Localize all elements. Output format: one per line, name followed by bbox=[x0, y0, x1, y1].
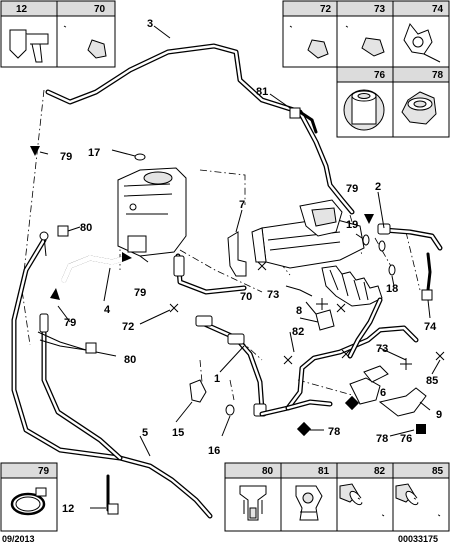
clip-74-lower bbox=[426, 252, 432, 292]
part-box-12[interactable]: 12 bbox=[0, 0, 58, 68]
part-box-81[interactable]: 81 bbox=[280, 462, 338, 532]
line-6[interactable] bbox=[259, 297, 419, 417]
svg-text:70: 70 bbox=[94, 4, 106, 15]
callout-85: 85 bbox=[426, 375, 438, 387]
callout-16: 16 bbox=[208, 445, 220, 457]
svg-text:79: 79 bbox=[38, 466, 50, 477]
clip-icon bbox=[9, 29, 49, 63]
callout-78: 78 bbox=[328, 426, 340, 438]
bracket-clip-icon bbox=[239, 485, 267, 521]
clip-80-upper bbox=[39, 231, 49, 257]
svg-text:72: 72 bbox=[320, 4, 332, 15]
svg-text:12: 12 bbox=[16, 4, 28, 15]
part-box-85[interactable]: 85 bbox=[392, 462, 450, 532]
part-box-74[interactable]: 74 bbox=[392, 0, 450, 68]
pipe-2[interactable] bbox=[377, 223, 443, 251]
callout-81: 81 bbox=[256, 86, 268, 98]
callout-18: 18 bbox=[386, 283, 398, 295]
reservoir[interactable] bbox=[117, 167, 187, 263]
nut-icon bbox=[401, 91, 437, 125]
svg-text:81: 81 bbox=[318, 466, 330, 477]
part-box-80[interactable]: 80 bbox=[224, 462, 282, 532]
bracket-9[interactable] bbox=[349, 365, 427, 417]
callout-4: 4 bbox=[104, 304, 111, 316]
part-box-78[interactable]: 78 bbox=[392, 66, 450, 138]
callout-19: 19 bbox=[346, 219, 358, 231]
hose-4[interactable] bbox=[61, 255, 129, 283]
callouts: 3 81 17 79 80 79 79 2 19 7 4 70 73 79 18… bbox=[60, 18, 442, 515]
clip-icon bbox=[403, 23, 441, 63]
reference-code: 00033175 bbox=[398, 534, 438, 544]
seal-ring-18 bbox=[388, 264, 396, 287]
svg-text:80: 80 bbox=[262, 466, 274, 477]
bolt-icon bbox=[289, 25, 329, 59]
part-box-70[interactable]: 70 bbox=[56, 0, 116, 68]
callout-78: 78 bbox=[376, 433, 388, 445]
svg-text:78: 78 bbox=[432, 70, 444, 81]
steering-rack[interactable] bbox=[251, 199, 383, 307]
part-box-79[interactable]: 79 bbox=[0, 462, 58, 532]
callout-80: 80 bbox=[80, 222, 92, 234]
svg-text:82: 82 bbox=[374, 466, 386, 477]
leader-lines bbox=[39, 25, 441, 509]
seal-ring-16 bbox=[221, 404, 235, 437]
callout-9: 9 bbox=[436, 409, 442, 421]
flange-bolt-icon bbox=[395, 483, 441, 517]
svg-text:73: 73 bbox=[374, 4, 386, 15]
callout-82: 82 bbox=[292, 326, 304, 338]
seal-ring-19 bbox=[355, 233, 386, 252]
callout-2: 2 bbox=[375, 181, 381, 193]
part-box-82[interactable]: 82 bbox=[336, 462, 394, 532]
callout-5: 5 bbox=[142, 427, 148, 439]
callout-70: 70 bbox=[240, 291, 252, 303]
callout-79: 79 bbox=[60, 151, 72, 163]
callout-15: 15 bbox=[172, 427, 184, 439]
pressure-line-1[interactable] bbox=[195, 315, 267, 417]
svg-text:74: 74 bbox=[432, 4, 444, 15]
callout-17: 17 bbox=[88, 147, 100, 159]
callout-76: 76 bbox=[400, 433, 412, 445]
flange-bolt-icon bbox=[339, 483, 385, 517]
part-box-73[interactable]: 73 bbox=[336, 0, 394, 68]
rack-gaiter bbox=[321, 265, 383, 307]
callout-73: 73 bbox=[267, 289, 279, 301]
part-box-76[interactable]: 76 bbox=[336, 66, 394, 138]
callout-80: 80 bbox=[124, 354, 136, 366]
clip-80-lower bbox=[37, 313, 87, 351]
callout-73: 73 bbox=[376, 343, 388, 355]
hose-clamp-icon bbox=[10, 487, 47, 516]
svg-text:85: 85 bbox=[432, 466, 444, 477]
callout-8: 8 bbox=[296, 305, 302, 317]
bracket-7[interactable] bbox=[173, 231, 247, 295]
callout-79: 79 bbox=[134, 287, 146, 299]
callout-72: 72 bbox=[122, 321, 134, 333]
callout-7: 7 bbox=[239, 199, 245, 211]
bracket-8[interactable] bbox=[305, 301, 335, 331]
fastener-markers bbox=[30, 107, 445, 515]
callout-79: 79 bbox=[64, 317, 76, 329]
callout-79: 79 bbox=[346, 183, 358, 195]
bolt-icon bbox=[63, 25, 107, 59]
callout-6: 6 bbox=[380, 387, 386, 399]
pipe-clip-icon bbox=[295, 485, 323, 521]
date-label: 09/2013 bbox=[2, 534, 35, 544]
callout-12: 12 bbox=[62, 503, 74, 515]
nut-icon bbox=[343, 89, 385, 131]
union-15[interactable] bbox=[175, 379, 207, 423]
seal-ring-17 bbox=[111, 149, 146, 161]
part-box-72[interactable]: 72 bbox=[282, 0, 338, 68]
clip-81 bbox=[298, 110, 318, 134]
callout-3: 3 bbox=[147, 18, 153, 30]
bolt-icon bbox=[345, 25, 385, 57]
callout-1: 1 bbox=[214, 373, 220, 385]
return-pipe-3[interactable] bbox=[45, 43, 355, 215]
svg-text:76: 76 bbox=[374, 70, 386, 81]
callout-74: 74 bbox=[424, 321, 437, 333]
supply-pipe-5[interactable] bbox=[11, 237, 213, 519]
